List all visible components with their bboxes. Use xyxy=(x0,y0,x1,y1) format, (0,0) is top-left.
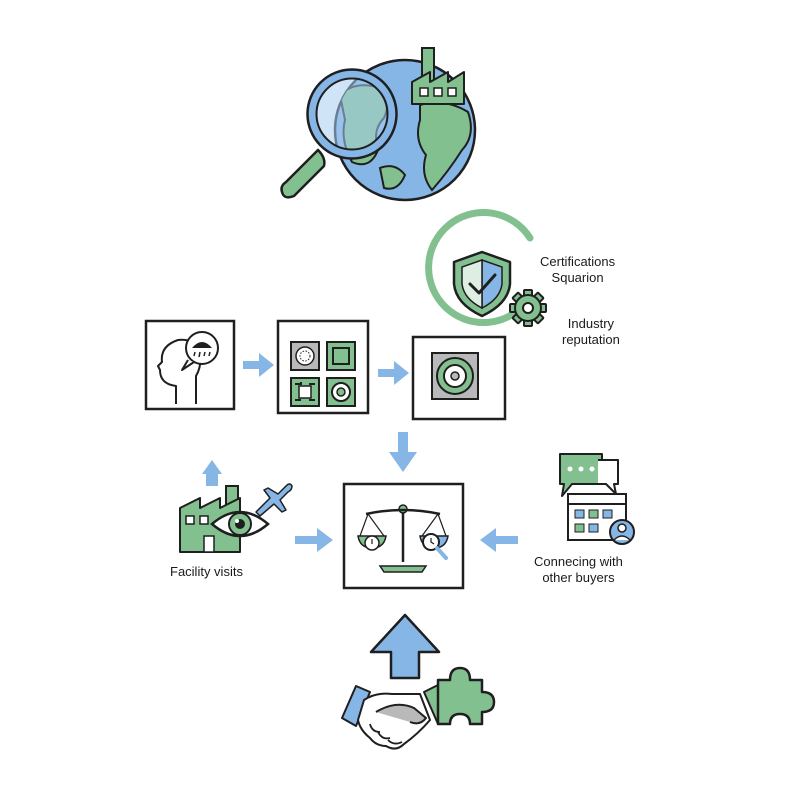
shield-check-icon xyxy=(425,209,534,326)
handshake-icon xyxy=(341,683,453,750)
speaker-module-icon xyxy=(431,352,479,400)
speaker-module-box xyxy=(411,335,507,421)
arrow-left-icon xyxy=(480,528,518,552)
arrow-right-icon-2 xyxy=(378,361,409,385)
industry-reputation-label: Industry reputation xyxy=(562,316,620,348)
arrow-right-icon-3 xyxy=(295,528,333,552)
facility-eye-icon xyxy=(179,485,270,553)
facility-line: Facility visits xyxy=(170,564,243,579)
component-grid-box xyxy=(276,319,370,415)
certifications-line-2: Squarion xyxy=(551,270,604,285)
connecting-buyers-label: Connecing with other buyers xyxy=(534,554,623,586)
arrow-up-icon-small xyxy=(202,460,222,486)
component-grid-icon xyxy=(290,341,356,407)
magnifier-icon xyxy=(280,68,398,199)
balance-scale-icon xyxy=(357,504,449,573)
balance-scale-box xyxy=(342,482,465,590)
arrow-up-icon xyxy=(369,613,441,680)
connecting-line-1: Connecing with xyxy=(534,554,623,569)
gear-icon xyxy=(509,289,547,327)
industry-line-1: Industry xyxy=(567,316,615,331)
industry-line-2: reputation xyxy=(562,332,620,347)
chat-bubbles-icon xyxy=(559,453,619,497)
airplane-icon xyxy=(255,483,293,517)
connecting-line-2: other buyers xyxy=(542,570,615,585)
thinking-person-icon xyxy=(157,331,219,404)
arrow-down-icon xyxy=(389,432,417,472)
factory-icon xyxy=(411,47,465,105)
thinking-person-box xyxy=(144,319,236,411)
certifications-label: Certifications Squarion xyxy=(540,254,615,286)
certifications-line-1: Certifications xyxy=(540,254,616,269)
dashboard-user-icon xyxy=(567,493,635,545)
arrow-right-icon xyxy=(243,353,274,377)
puzzle-piece-icon xyxy=(436,666,496,726)
facility-visits-label: Facility visits xyxy=(170,564,243,580)
